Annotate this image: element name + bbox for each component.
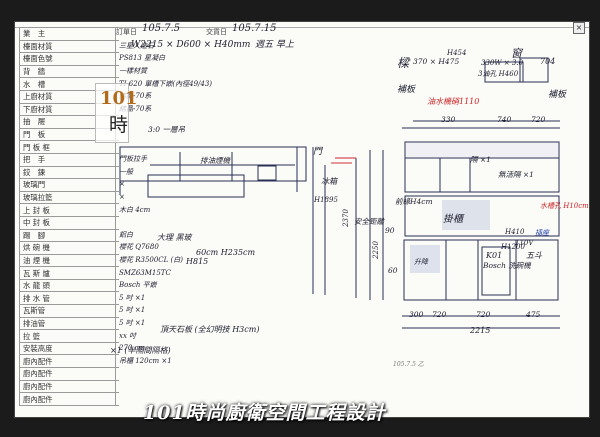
signature: 105.7.5 乙 <box>393 361 424 368</box>
window-sub: 3油孔 H460 <box>478 70 519 78</box>
hood-note: 油水機硝1110 <box>427 97 480 106</box>
h454-dim: H454 <box>447 49 467 57</box>
h410-dim: H410 <box>505 228 525 236</box>
side-panel-right: 補板 <box>548 90 567 100</box>
h1200-dim: H1200 <box>501 243 525 251</box>
dim-bottom-1: 300 <box>409 310 424 319</box>
range-plan <box>147 174 245 198</box>
h1895-dim: H1895 <box>314 196 338 204</box>
spec-value <box>115 392 119 406</box>
spec-row: 廚內配件 <box>19 392 119 406</box>
watermark: 101時尚廚衛空間工程設計 <box>143 402 386 424</box>
delivery-label: 交貨日 <box>206 28 227 36</box>
voltage-note: 110V <box>515 239 534 247</box>
dim-top-1: 330 <box>441 115 456 124</box>
logo-character: 時 <box>109 114 129 136</box>
dim-bottom-4: 475 <box>526 310 541 319</box>
dim-top-3: 720 <box>531 115 546 124</box>
logo-number: 101 <box>100 88 138 109</box>
range-sub: 60cm H235cm <box>196 248 256 257</box>
counter-note: 頂天石板 (全幻明技 H3cm) <box>160 325 260 334</box>
range-note: 大理 黑玻 <box>157 233 192 242</box>
front-note: 前緣H4cm <box>395 197 433 206</box>
power-note: 插座 <box>535 229 549 237</box>
beam-size: 370 × H475 <box>413 57 460 66</box>
dim-bottom-2: 720 <box>432 310 447 319</box>
order-date-label: 訂單日 <box>116 28 137 36</box>
side-panel-left: 補板 <box>397 85 416 95</box>
dim-bottom-3: 720 <box>476 310 491 319</box>
door-label: 門 <box>313 147 323 157</box>
spec-row: 廚內配件 <box>19 367 119 381</box>
vent-note: 3:0 一層吊 <box>148 125 185 134</box>
delivery-date: 105.7.15 <box>232 23 277 34</box>
faucet-note: 水槽孔 H10cm <box>540 202 589 210</box>
safe-label: 安全距離 <box>354 217 384 226</box>
window-size: 330W × 3.0 <box>481 59 524 67</box>
spec-label: 廚內配件 <box>19 392 116 406</box>
window-label: 窗 <box>511 47 522 60</box>
dim-90: 90 <box>385 226 395 235</box>
cabinet-size-note: W2215 × D600 × H40mm <box>131 40 251 50</box>
partition-note: 隔 ×1 <box>470 155 491 164</box>
oven-note: H815 <box>186 257 209 266</box>
logo-box <box>95 83 129 143</box>
flat-note: 升降 <box>414 258 428 266</box>
base-cabinet-elevation <box>403 239 559 301</box>
order-date: 105.7.5 <box>142 23 181 34</box>
hang-label: 掛櫃 <box>443 214 463 225</box>
weekday-note: 週五 早上 <box>255 40 294 50</box>
beam-label: 樑 <box>397 56 410 70</box>
rack-note: ×1 (半隔間隔格) <box>110 346 171 355</box>
bosch-note: Bosch 洗碗機 <box>483 261 531 270</box>
drawer-note: 無活隔 ×1 <box>498 170 534 179</box>
dim-2250: 2250 <box>371 241 380 259</box>
cabinet-k01: K01 <box>486 251 503 260</box>
dim-60: 60 <box>388 266 398 275</box>
dim-total: 2215 <box>470 326 491 335</box>
hood-plan-label: 排油煙機 <box>200 156 230 165</box>
dim-2370: 2370 <box>341 209 350 227</box>
dim-704: 704 <box>540 57 556 66</box>
five-drawer-label: 五斗 <box>526 251 542 260</box>
footer-bar <box>14 417 588 425</box>
fridge-label: 冰箱 <box>321 177 337 186</box>
close-icon[interactable]: × <box>573 22 585 34</box>
sheet-top-rule <box>15 22 589 28</box>
dim-top-2: 740 <box>497 115 512 124</box>
